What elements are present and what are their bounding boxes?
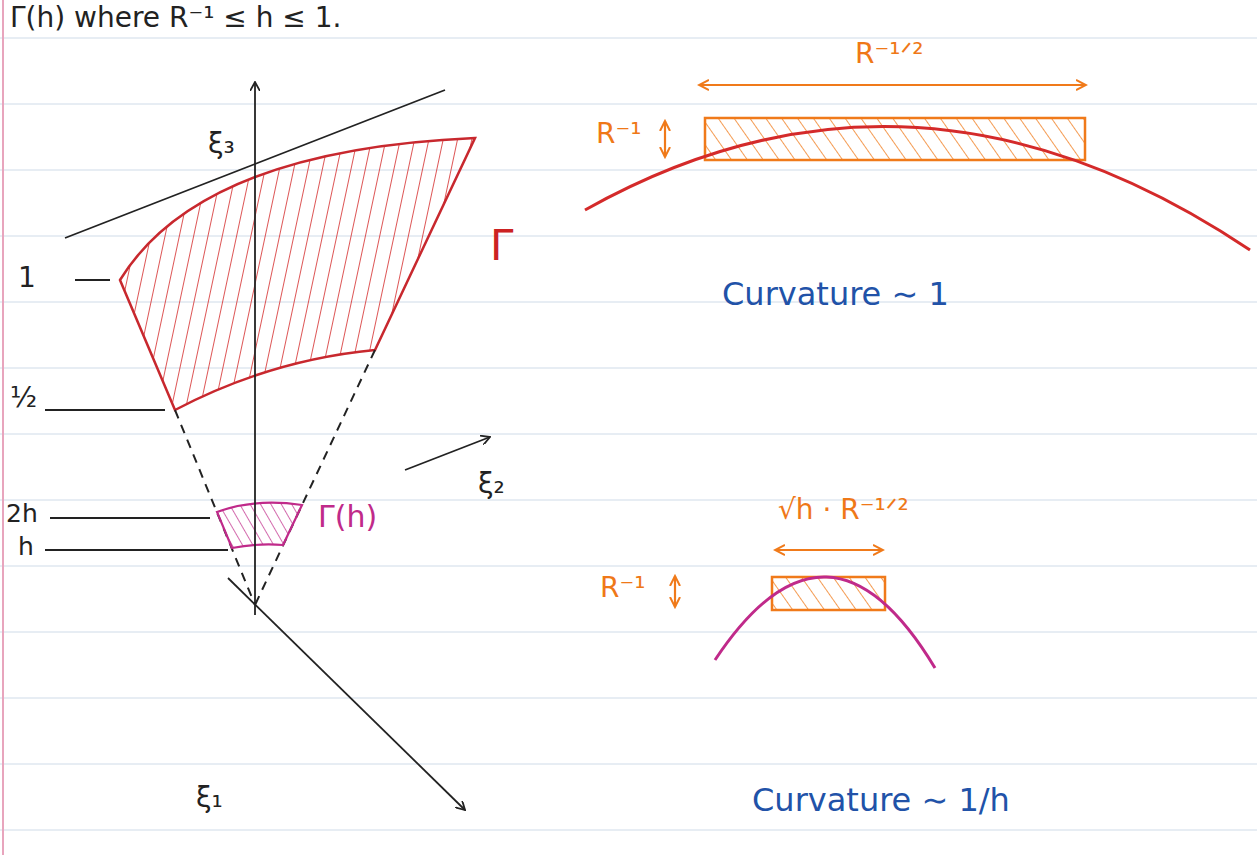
dimension-label: R⁻¹	[600, 572, 645, 604]
width-arrow	[775, 549, 883, 551]
dimension-label: R⁻¹ᐟ²	[855, 38, 924, 70]
tick	[45, 409, 165, 411]
height-arrow	[674, 576, 676, 607]
paper-lines	[0, 38, 1257, 830]
axis-label: ξ₂	[478, 468, 505, 500]
xi3-axis	[254, 82, 256, 615]
height-label: 2h	[6, 500, 38, 529]
tick	[50, 517, 210, 519]
magenta-curve	[715, 577, 935, 668]
dimension-label: √h · R⁻¹ᐟ²	[778, 494, 909, 526]
xi1-axis	[228, 578, 465, 810]
gamma-h-region	[217, 503, 302, 548]
curvature-note: Curvature ∼ 1	[722, 276, 949, 313]
strip-box	[772, 577, 885, 610]
height-label: h	[18, 533, 34, 562]
red-curve	[585, 127, 1250, 250]
axis-label: ξ₃	[208, 128, 235, 160]
region-label: Γ	[490, 222, 513, 270]
height-label: 1	[18, 262, 36, 294]
cone-edge	[255, 350, 375, 605]
axis-label: ξ₁	[196, 782, 223, 814]
curvature-note: Curvature ∼ 1/h	[752, 782, 1010, 819]
tick	[75, 279, 110, 281]
dimension-label: R⁻¹	[596, 118, 641, 150]
xi2-axis	[405, 437, 490, 470]
height-arrow	[664, 121, 666, 157]
height-label: ½	[10, 382, 37, 414]
tick	[45, 549, 228, 551]
heading-note: Γ(h) where R⁻¹ ≤ h ≤ 1.	[10, 2, 341, 34]
region-label: Γ(h)	[318, 500, 377, 535]
width-arrow	[699, 84, 1086, 86]
gamma-region	[120, 138, 475, 410]
margin-line	[2, 0, 4, 855]
